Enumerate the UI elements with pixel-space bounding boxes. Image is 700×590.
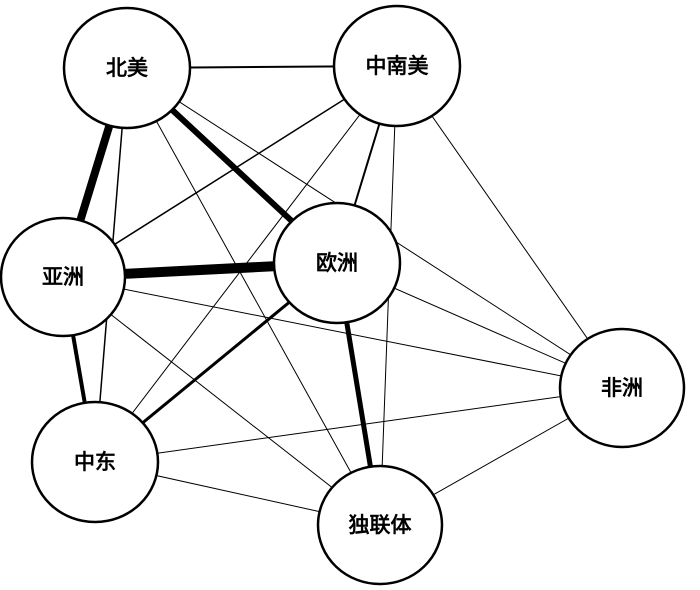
node-circle [316, 464, 444, 586]
node-label: 中南美 [366, 53, 429, 78]
node-as: 亚洲 [0, 216, 127, 338]
node-circle [332, 4, 462, 128]
edge-as-cis [62, 276, 381, 526]
node-label: 非洲 [601, 375, 643, 400]
node-label: 中东 [74, 449, 116, 474]
edge-na-cis [126, 67, 381, 526]
node-me: 中东 [30, 400, 160, 524]
edge-as-af [62, 276, 623, 389]
node-circle [272, 201, 402, 325]
node-circle [0, 216, 127, 338]
node-af: 非洲 [558, 327, 686, 449]
node-circle [30, 400, 160, 524]
edge-la-af [396, 65, 623, 389]
node-na: 北美 [62, 6, 192, 130]
node-label: 独联体 [349, 512, 413, 537]
node-label: 亚洲 [42, 264, 84, 289]
edge-la-as [62, 65, 398, 278]
node-label: 欧洲 [316, 250, 358, 275]
node-label: 北美 [106, 55, 148, 80]
node-circle [62, 6, 192, 130]
node-eu: 欧洲 [272, 201, 402, 325]
node-circle [558, 327, 686, 449]
edge-me-af [94, 387, 623, 463]
node-la: 中南美 [332, 4, 462, 128]
node-cis: 独联体 [316, 464, 444, 586]
